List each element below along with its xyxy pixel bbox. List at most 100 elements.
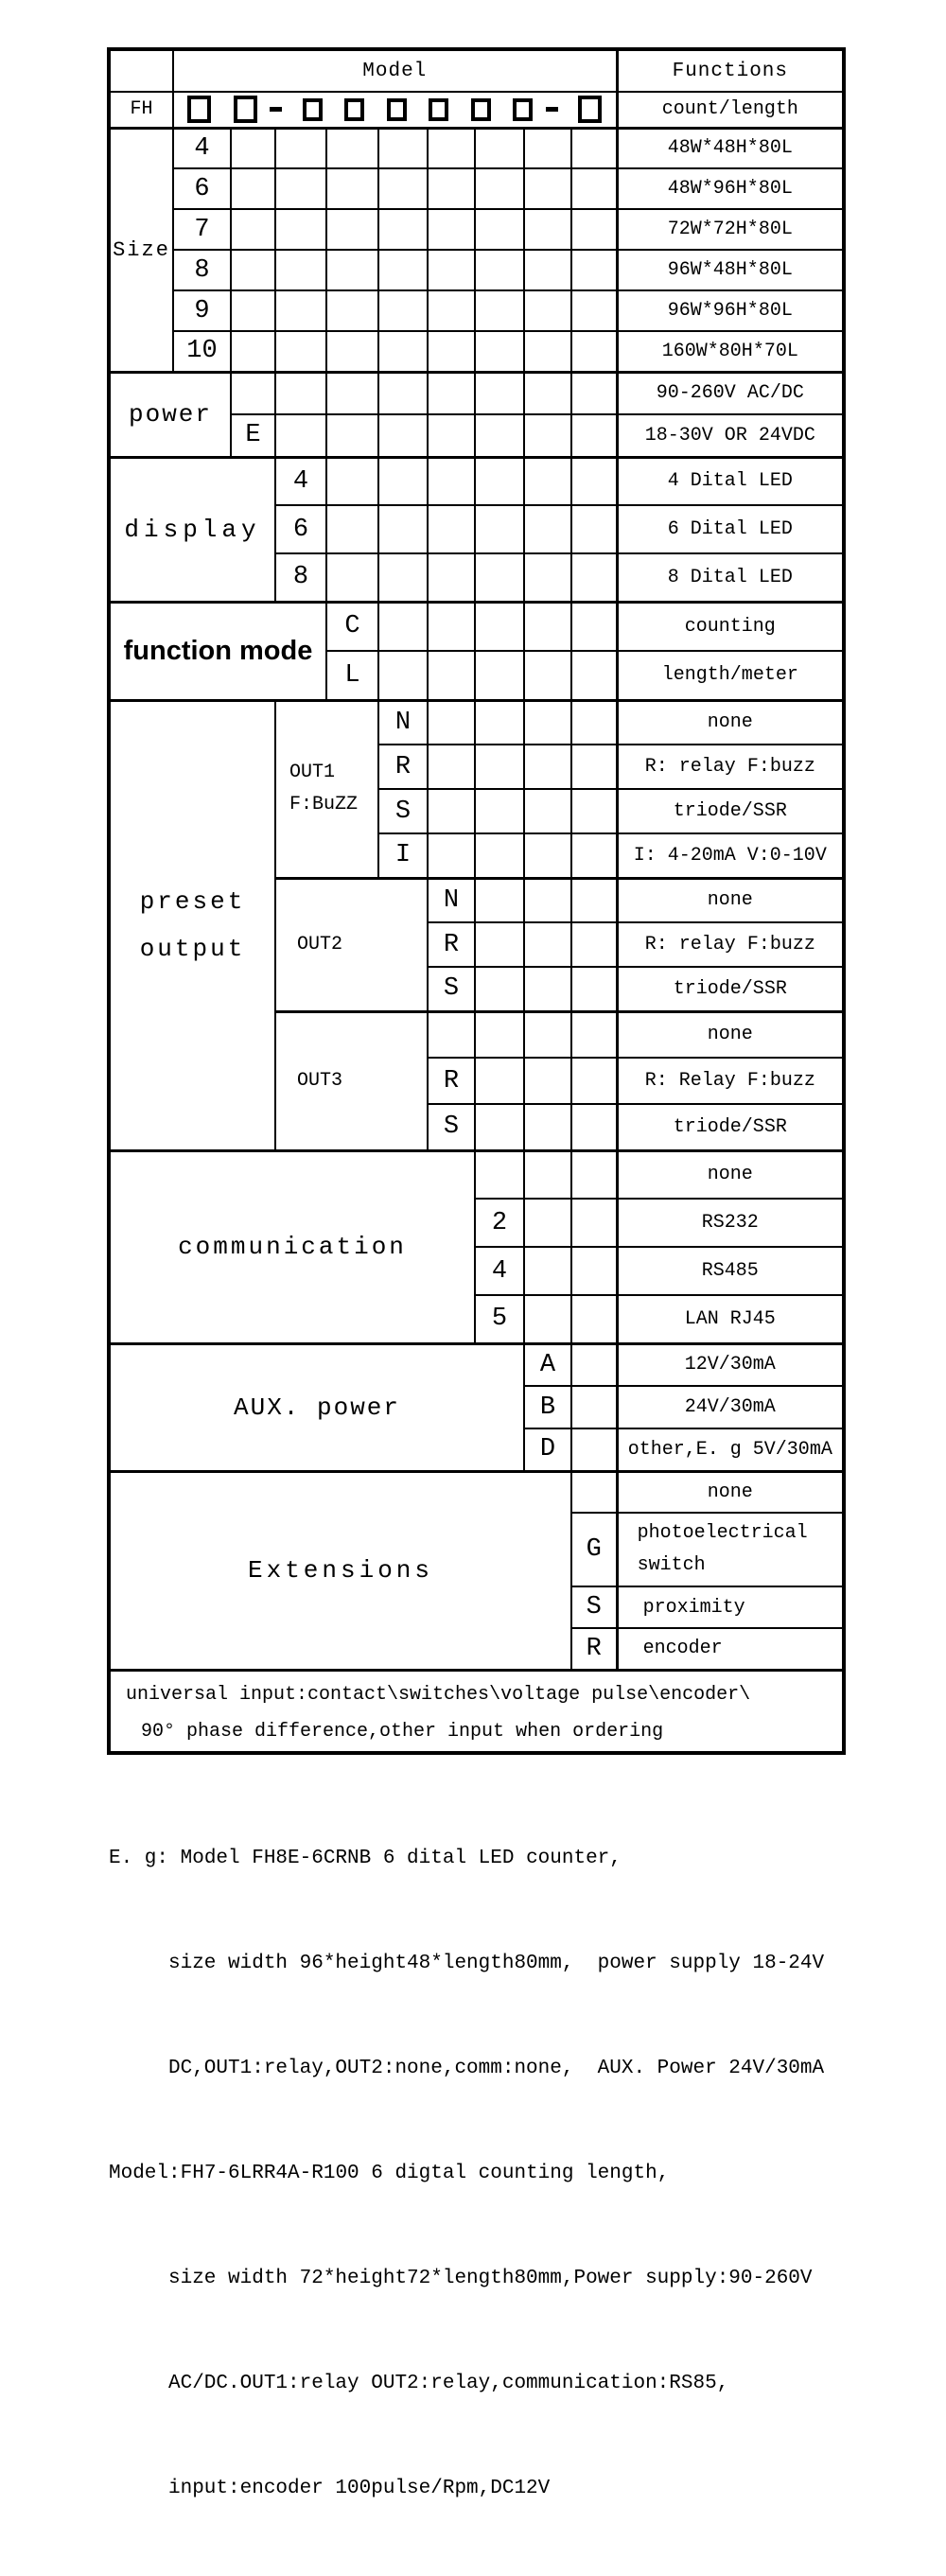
function-cell: 24V/30mA [615,1385,846,1429]
sublabel-out1: OUT1 F:BuZZ [274,698,379,879]
example-line: AC/DC.OUT1:relay OUT2:relay,communicatio… [168,2373,729,2394]
grid-cell [569,1246,619,1296]
grid-cell [523,788,572,834]
code-cell: 5 [474,1294,525,1344]
code-cell: G [569,1512,619,1587]
note-line1: universal input:contact\switches\voltage… [126,1683,751,1706]
function-cell: triode/SSR [615,788,846,834]
grid-cell [474,455,525,506]
grid-cell [474,413,525,458]
grid-cell [523,698,572,745]
code-cell [427,1009,476,1059]
model-placeholder-box [578,96,603,124]
code-cell: I [377,832,429,879]
grid-cell [377,504,429,554]
grid-cell [427,249,476,291]
grid-cell [523,1148,572,1200]
grid-cell [325,455,379,506]
grid-cell [523,504,572,554]
grid-cell [569,289,619,332]
grid-cell [569,600,619,652]
function-cell: other,E. g 5V/30mA [615,1428,846,1472]
example-line: input:encoder 100pulse/Rpm,DC12V [168,2478,551,2499]
grid-cell [427,744,476,790]
function-cell: RS232 [615,1198,846,1248]
grid-cell [569,876,619,923]
grid-cell [377,650,429,701]
function-cell: 96W*96H*80L [615,289,846,332]
code-cell: 4 [274,455,327,506]
grid-cell [377,126,429,169]
grid-cell [274,167,327,210]
model-prefix: FH [108,91,174,129]
code-cell [474,1148,525,1200]
grid-cell [569,744,619,790]
function-cell: encoder [615,1627,846,1671]
model-boxes-cell [171,91,619,129]
code-cell: 4 [172,126,232,169]
corner-cell [108,48,174,93]
code-cell: R [427,921,476,968]
grid-cell [274,289,327,332]
model-placeholder-box [513,97,534,121]
grid-cell [325,249,379,291]
function-cell: 8 Dital LED [615,552,846,603]
grid-cell [523,208,572,251]
function-cell: R: relay F:buzz [615,744,846,790]
grid-cell [274,330,327,373]
universal-input-note: universal input:contact\switches\voltage… [107,1668,846,1754]
grid-cell [569,1428,619,1472]
grid-cell [377,455,429,506]
grid-cell [427,832,476,879]
grid-cell [427,167,476,210]
code-cell [569,1469,619,1514]
sublabel-out2: OUT2 [274,876,429,1012]
code-cell: N [377,698,429,745]
example-line: Model:FH7-6LRR4A-R100 6 digtal counting … [109,2163,670,2184]
code-cell: S [377,788,429,834]
grid-cell [474,330,525,373]
section-label-preset-output: preset output [108,698,276,1151]
grid-cell [427,413,476,458]
grid-cell [427,600,476,652]
grid-cell [569,832,619,879]
grid-cell [474,126,525,169]
grid-cell [377,413,429,458]
code-cell: N [427,876,476,923]
function-cell: 12V/30mA [615,1341,846,1387]
code-cell: 4 [474,1246,525,1296]
code-cell: S [569,1586,619,1629]
grid-cell [523,552,572,603]
grid-cell [427,504,476,554]
code-cell: R [377,744,429,790]
grid-cell [523,249,572,291]
code-cell: 8 [172,249,232,291]
grid-cell [427,788,476,834]
grid-cell [523,1103,572,1151]
grid-cell [325,504,379,554]
function-cell: I: 4-20mA V:0-10V [615,832,846,879]
grid-cell [569,504,619,554]
grid-cell [569,921,619,968]
grid-cell [325,413,379,458]
grid-cell [474,966,525,1012]
function-cell: LAN RJ45 [615,1294,846,1344]
grid-cell [274,413,327,458]
grid-cell [230,289,276,332]
preset-label-line2: output [139,935,246,963]
grid-cell [523,921,572,968]
grid-cell [377,167,429,210]
grid-cell [569,650,619,701]
grid-cell [325,370,379,415]
grid-cell [474,289,525,332]
code-cell: B [523,1385,572,1429]
grid-cell [377,249,429,291]
grid-cell [569,698,619,745]
grid-cell [523,413,572,458]
code-cell: E [230,413,276,458]
grid-cell [569,455,619,506]
model-placeholder-box [429,97,449,121]
function-cell: none [615,876,846,923]
grid-cell [427,650,476,701]
grid-cell [569,1198,619,1248]
